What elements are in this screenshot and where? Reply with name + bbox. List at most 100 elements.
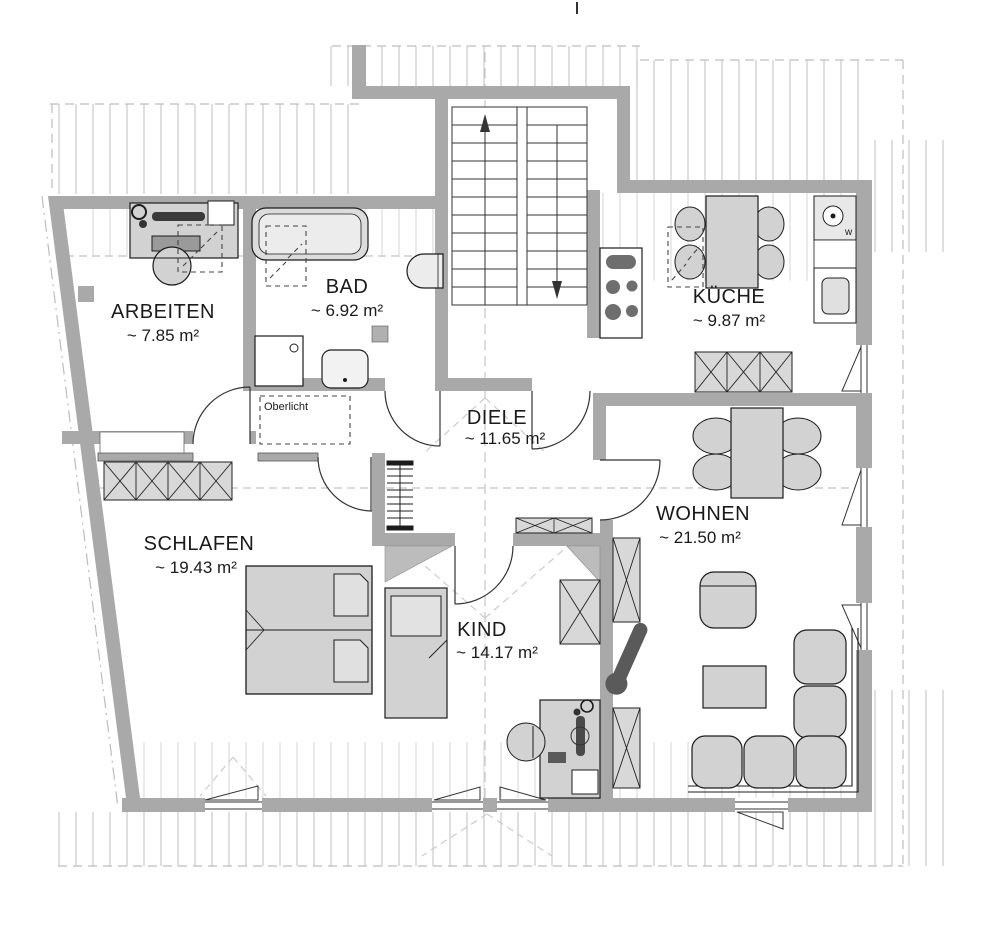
- kind-wardrobe: [559, 579, 601, 645]
- wardrobe: [103, 461, 233, 501]
- shower-drain: [289, 343, 299, 353]
- dining-table: [730, 407, 784, 499]
- wall-bottom-3: [548, 798, 605, 812]
- room-area-kind: ~ 14.17 m²: [456, 643, 538, 662]
- burner: [626, 280, 638, 292]
- wall-right-2: [856, 393, 872, 468]
- kind-desk: [506, 699, 601, 799]
- door-schlafen: [317, 456, 373, 512]
- wall-schlafen-top-1: [97, 452, 194, 462]
- armchair: [699, 571, 757, 629]
- wall-right-1: [856, 180, 872, 345]
- room-area-kueche: ~ 9.87 m²: [693, 311, 766, 330]
- wall-bottom-4: [613, 798, 735, 812]
- wall-window-mullion: [483, 798, 497, 812]
- pillow: [333, 639, 369, 683]
- chair: [674, 206, 706, 242]
- window-opening-glyph: [204, 785, 259, 801]
- wall-kitchen-top: [617, 180, 872, 193]
- window-kind: [432, 801, 548, 810]
- wall-central: [372, 453, 385, 546]
- toilet-drain: [343, 378, 347, 382]
- burner: [626, 305, 638, 317]
- window-opening-glyph: [433, 786, 481, 801]
- room-label-schlafen: SCHLAFEN: [144, 533, 255, 555]
- window-opening-glyph: [841, 604, 862, 649]
- sloped-ceiling-corner: [384, 545, 453, 583]
- desk-lamp-icon: [131, 204, 147, 220]
- desk-lamp-icon: [580, 699, 594, 713]
- keyboard-icon: [548, 752, 566, 763]
- chair: [674, 244, 706, 280]
- arbeiten-furniture: [129, 200, 239, 286]
- wall-stair-west: [435, 99, 448, 391]
- radiator: [386, 460, 414, 531]
- sofa-frame: [688, 628, 859, 793]
- wall-arbeiten-jamb: [250, 431, 256, 444]
- wall-kind-top-right: [513, 533, 600, 546]
- room-area-bad: ~ 6.92 m²: [311, 301, 384, 320]
- room-label-arbeiten: ARBEITEN: [111, 301, 215, 323]
- wohnen-furniture: [605, 407, 859, 793]
- wall-stair-south: [440, 378, 532, 391]
- dishwasher-door: [821, 277, 850, 315]
- room-label-kind: KIND: [457, 619, 507, 641]
- room-label-wohnen: WOHNEN: [656, 503, 750, 525]
- doors: [192, 386, 661, 605]
- room-area-schlafen: ~ 19.43 m²: [155, 558, 237, 577]
- wall-bottom-1: [122, 798, 205, 812]
- desk-lamp-base: [573, 708, 581, 716]
- toilet: [321, 349, 369, 389]
- roof-windows: [177, 224, 704, 445]
- wall-left-slanted: [48, 196, 140, 798]
- wall-niche: [99, 431, 185, 454]
- wall-bottom-2: [262, 798, 432, 812]
- door-bad: [384, 390, 441, 447]
- wall-wohnen-top: [593, 393, 872, 406]
- kind-wardrobe-top: [515, 517, 593, 534]
- shelf-unit: [612, 537, 641, 789]
- monitor-icon: [152, 212, 205, 221]
- desk-lamp-base: [139, 220, 147, 228]
- staircase: [451, 106, 588, 306]
- room-label-bad: BAD: [326, 276, 369, 298]
- room-label-diele: DIELE: [467, 407, 527, 429]
- wall-kind-top-left: [372, 533, 455, 546]
- sink-drain: [830, 213, 836, 219]
- sideboard: [694, 351, 793, 393]
- window-opening-glyph: [841, 346, 862, 392]
- window-wohnen-bottom: [735, 801, 788, 810]
- roof-window-arbeiten: [177, 224, 223, 273]
- roof-window-kueche: [667, 226, 704, 288]
- room-area-diele: ~ 11.65 m²: [465, 429, 546, 448]
- wall-diele-wohnen: [593, 393, 606, 460]
- double-bed: [245, 565, 373, 695]
- wall-right-3: [856, 527, 872, 603]
- room-area-wohnen: ~ 21.50 m²: [659, 528, 741, 547]
- roof-hatching-outside: [50, 46, 946, 866]
- bathtub-inner: [258, 213, 362, 255]
- walls: [48, 45, 872, 812]
- wall-bottom-5: [788, 798, 872, 812]
- paper: [571, 769, 599, 795]
- pillow: [333, 573, 369, 617]
- wall-stair-top: [352, 86, 630, 99]
- sloped-ceiling-corner: [566, 545, 601, 583]
- vent-shaft: [371, 325, 389, 343]
- kitchen-table: [705, 195, 759, 289]
- skylight-outline: [259, 395, 351, 445]
- blanket-fold: [245, 609, 265, 651]
- door-kind: [454, 545, 514, 605]
- chair-swivel: [570, 726, 590, 746]
- wall-stair-stub: [352, 45, 366, 99]
- stair-arrow-down: [552, 281, 562, 299]
- burner: [606, 280, 620, 294]
- stove-handle: [606, 255, 636, 269]
- wall-schlafen-top-2: [257, 452, 319, 462]
- single-bed: [384, 587, 448, 719]
- room-area-arbeiten: ~ 7.85 m²: [127, 326, 200, 345]
- door-wohnen: [599, 459, 661, 521]
- wall-kind-wohnen: [600, 520, 613, 812]
